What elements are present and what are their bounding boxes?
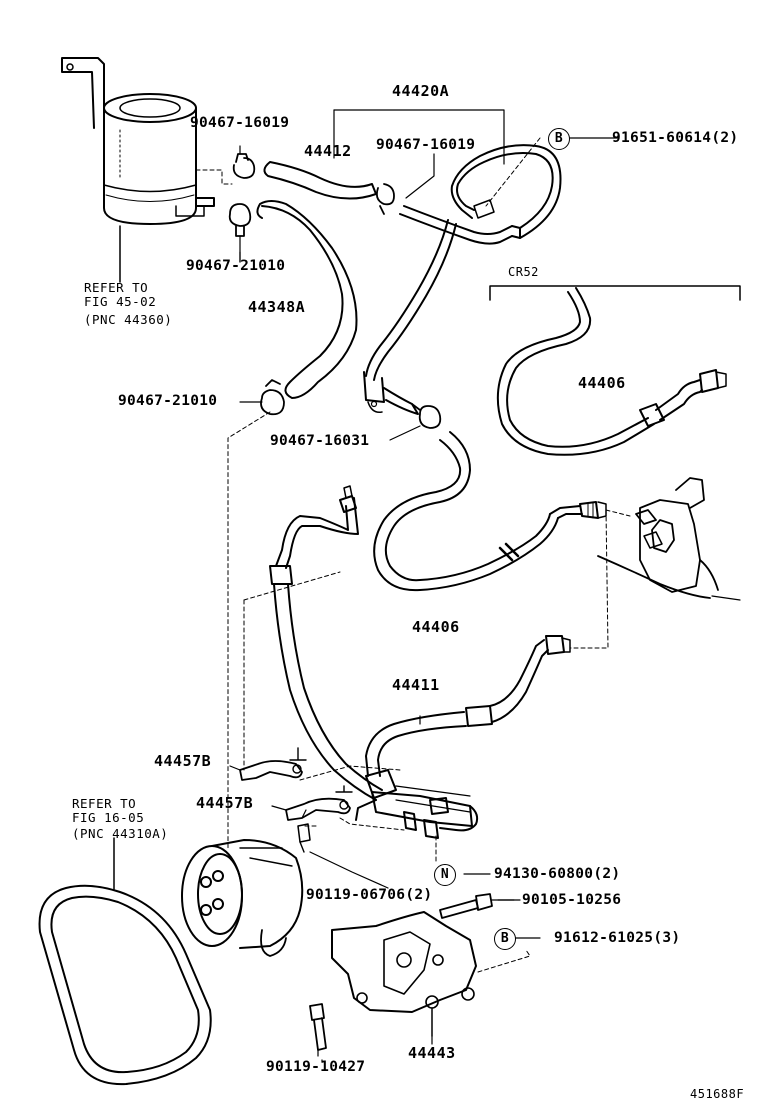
label-90119-10427: 90119-10427 [266,1059,366,1075]
bracket-44457B-lower [285,785,353,821]
label-44412: 44412 [304,142,352,160]
drive-belt [38,837,212,1086]
hose-clamp-upper-left [232,145,256,179]
belt-ref-line3: (PNC 44310A) [72,826,169,841]
bracket-44457B-upper [239,747,307,781]
label-90467-16019-left: 90467-16019 [190,115,290,131]
bolt-90105-10256 [439,893,515,919]
label-44348A: 44348A [248,298,306,316]
label-91651-60614: 91651-60614(2) [612,130,739,146]
label-44457B-upper: 44457B [154,752,212,770]
hose-44412 [263,161,377,200]
reservoir-tank [61,57,233,283]
label-44406-cr52: 44406 [578,374,626,392]
label-90467-21010-lower: 90467-21010 [118,393,218,409]
label-90119-06706: 90119-06706(2) [306,887,433,903]
label-90467-16031: 90467-16031 [270,433,370,449]
power-steering-pump [181,809,311,957]
label-44457B-lower: 44457B [196,794,254,812]
pump-bracket-44443 [331,911,477,1037]
bolt-90119-10427 [309,1003,327,1057]
cr52-bracket [489,285,741,301]
label-44443: 44443 [408,1044,456,1062]
diagram-code: 451688F [690,1087,745,1101]
hose-clamp-44412 [375,183,395,215]
label-90467-16019-right: 90467-16019 [376,137,476,153]
reservoir-ref-line2: FIG 45-02 [84,294,157,309]
label-94130-60800: 94130-60800(2) [494,866,621,882]
hose-clamp-21010 [260,379,285,416]
reservoir-ref-line3: (PNC 44360) [84,312,173,327]
marker-b-91651: B [548,128,570,150]
label-cr52: CR52 [508,265,539,279]
hose-clamp-16031 [411,403,442,429]
label-91612-61025: 91612-61025(3) [554,930,681,946]
pressure-hose-44406 [373,431,607,592]
label-90467-21010-upper: 90467-21010 [186,258,286,274]
label-44420A: 44420A [392,82,450,100]
belt-ref-line2: FIG 16-05 [72,810,145,825]
return-pipe-44420A [363,144,562,415]
phantom-lines [227,137,631,973]
label-44406: 44406 [412,618,460,636]
leader-lines [229,109,619,1063]
hose-44348A [256,200,358,399]
pressure-hose-44406-cr52 [496,287,727,456]
pressure-hose-44411 [269,485,571,839]
steering-gear [597,477,741,601]
belt-ref-line1: REFER TO [72,796,137,811]
label-90105-10256: 90105-10256 [522,892,622,908]
marker-n-94130: N [434,864,456,886]
marker-b-91612: B [494,928,516,950]
label-44411: 44411 [392,676,440,694]
reservoir-ref-line1: REFER TO [84,280,149,295]
